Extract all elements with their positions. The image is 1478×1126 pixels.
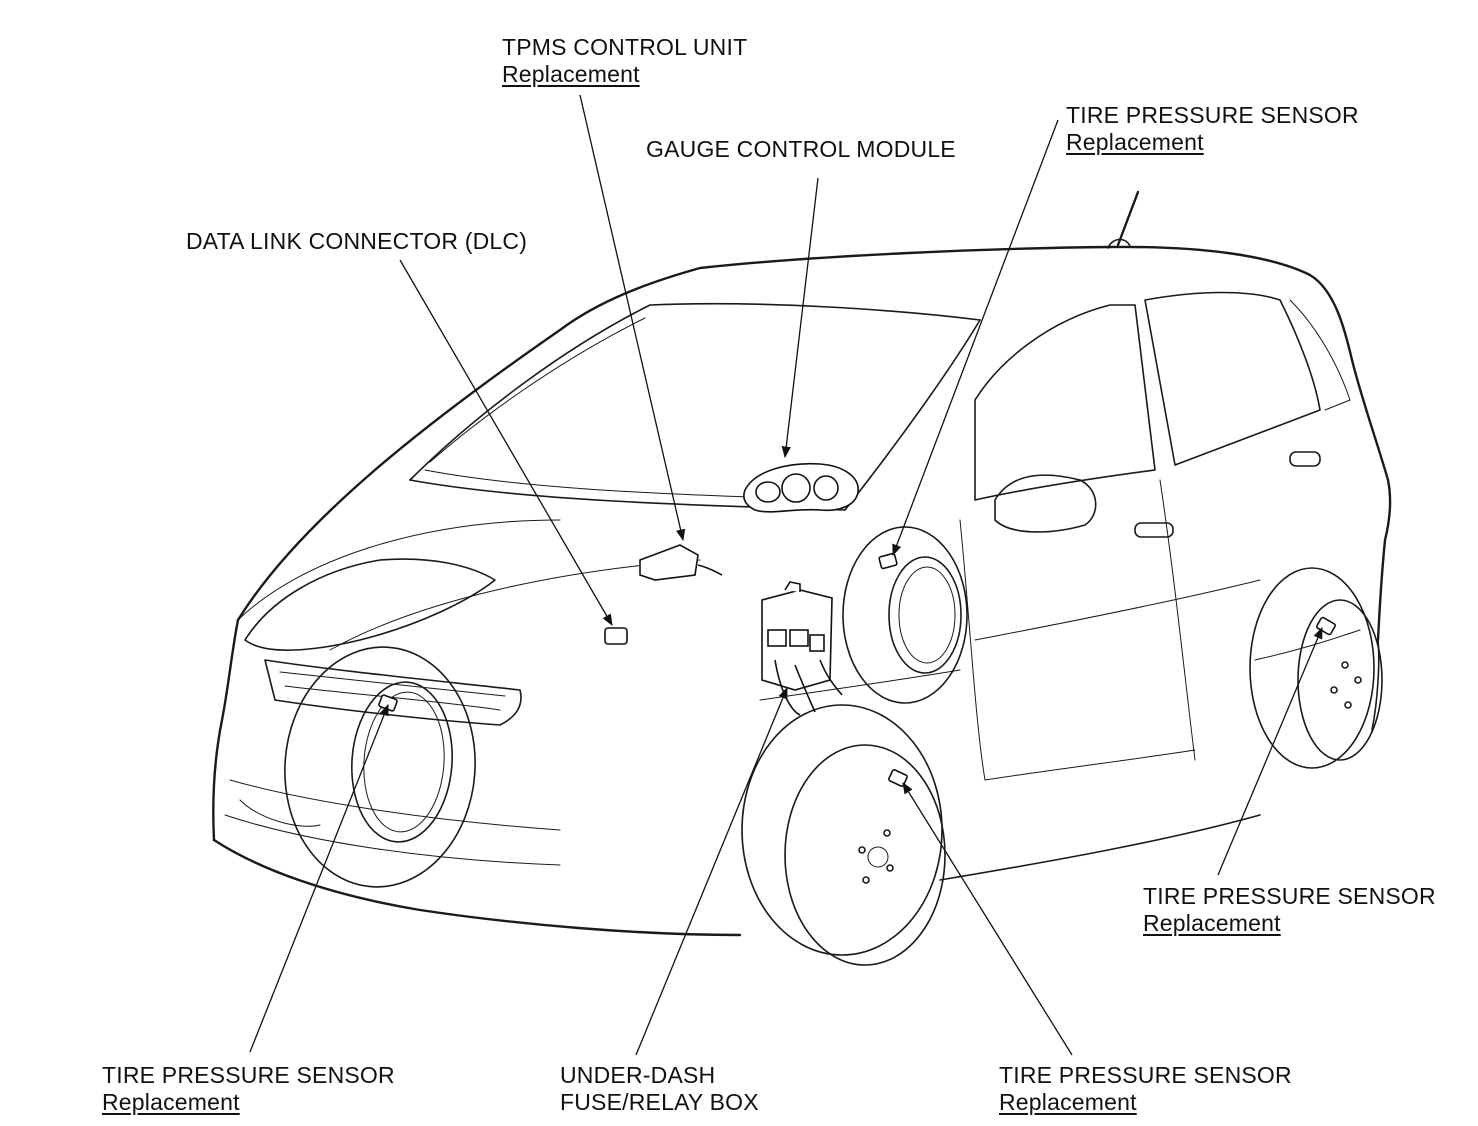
sensor-front-left-replacement-link[interactable]: Replacement xyxy=(102,1089,240,1115)
callout-tire-pressure-sensor-rear-left: TIRE PRESSURE SENSOR Replacement xyxy=(1066,102,1359,156)
callout-title: TIRE PRESSURE SENSOR xyxy=(1066,102,1359,128)
gauge-control-module-part xyxy=(743,462,859,513)
callout-line1: UNDER-DASH xyxy=(560,1062,716,1088)
callout-gauge-control-module: GAUGE CONTROL MODULE xyxy=(646,136,956,163)
callout-title: TIRE PRESSURE SENSOR xyxy=(999,1062,1292,1088)
callout-title: GAUGE CONTROL MODULE xyxy=(646,136,956,162)
leader-tpms-unit xyxy=(579,94,686,542)
fuse-relay-box-part xyxy=(761,581,843,716)
leader-sensor-rear-right xyxy=(1217,626,1323,876)
sensor-rear-right-replacement-link[interactable]: Replacement xyxy=(1143,910,1281,936)
leader-sensor-front-right xyxy=(902,782,1073,1056)
callout-line2: FUSE/RELAY BOX xyxy=(560,1089,759,1115)
tpms-control-unit-part xyxy=(639,544,723,581)
callout-under-dash-fuse-relay-box: UNDER-DASH FUSE/RELAY BOX xyxy=(560,1062,759,1116)
leader-gauge-module xyxy=(781,177,819,459)
vehicle-outline xyxy=(212,190,1392,966)
callout-data-link-connector: DATA LINK CONNECTOR (DLC) xyxy=(186,228,527,255)
callout-title: DATA LINK CONNECTOR (DLC) xyxy=(186,228,528,254)
sensor-front-left-part xyxy=(378,694,398,712)
callout-tire-pressure-sensor-front-left: TIRE PRESSURE SENSOR Replacement xyxy=(102,1062,395,1116)
leader-sensor-rear-left xyxy=(892,119,1059,557)
sensor-rear-left-replacement-link[interactable]: Replacement xyxy=(1066,129,1204,155)
sensor-rear-right-part xyxy=(1316,616,1336,636)
callout-tire-pressure-sensor-rear-right: TIRE PRESSURE SENSOR Replacement xyxy=(1143,883,1436,937)
leader-sensor-front-left xyxy=(249,703,389,1053)
leader-dlc xyxy=(399,259,613,627)
callout-title: TIRE PRESSURE SENSOR xyxy=(1143,883,1436,909)
sensor-rear-left-part xyxy=(878,552,898,570)
sensor-front-right-part xyxy=(888,769,908,787)
leader-fuse-box xyxy=(635,686,788,1056)
leader-lines xyxy=(249,94,1323,1056)
dlc-part xyxy=(604,627,628,645)
callout-title: TIRE PRESSURE SENSOR xyxy=(102,1062,395,1088)
callout-tpms-control-unit: TPMS CONTROL UNIT Replacement xyxy=(502,34,747,88)
sensor-front-right-replacement-link[interactable]: Replacement xyxy=(999,1089,1137,1115)
callout-tire-pressure-sensor-front-right: TIRE PRESSURE SENSOR Replacement xyxy=(999,1062,1292,1116)
tpms-control-unit-replacement-link[interactable]: Replacement xyxy=(502,61,640,87)
callout-title: TPMS CONTROL UNIT xyxy=(502,34,748,60)
